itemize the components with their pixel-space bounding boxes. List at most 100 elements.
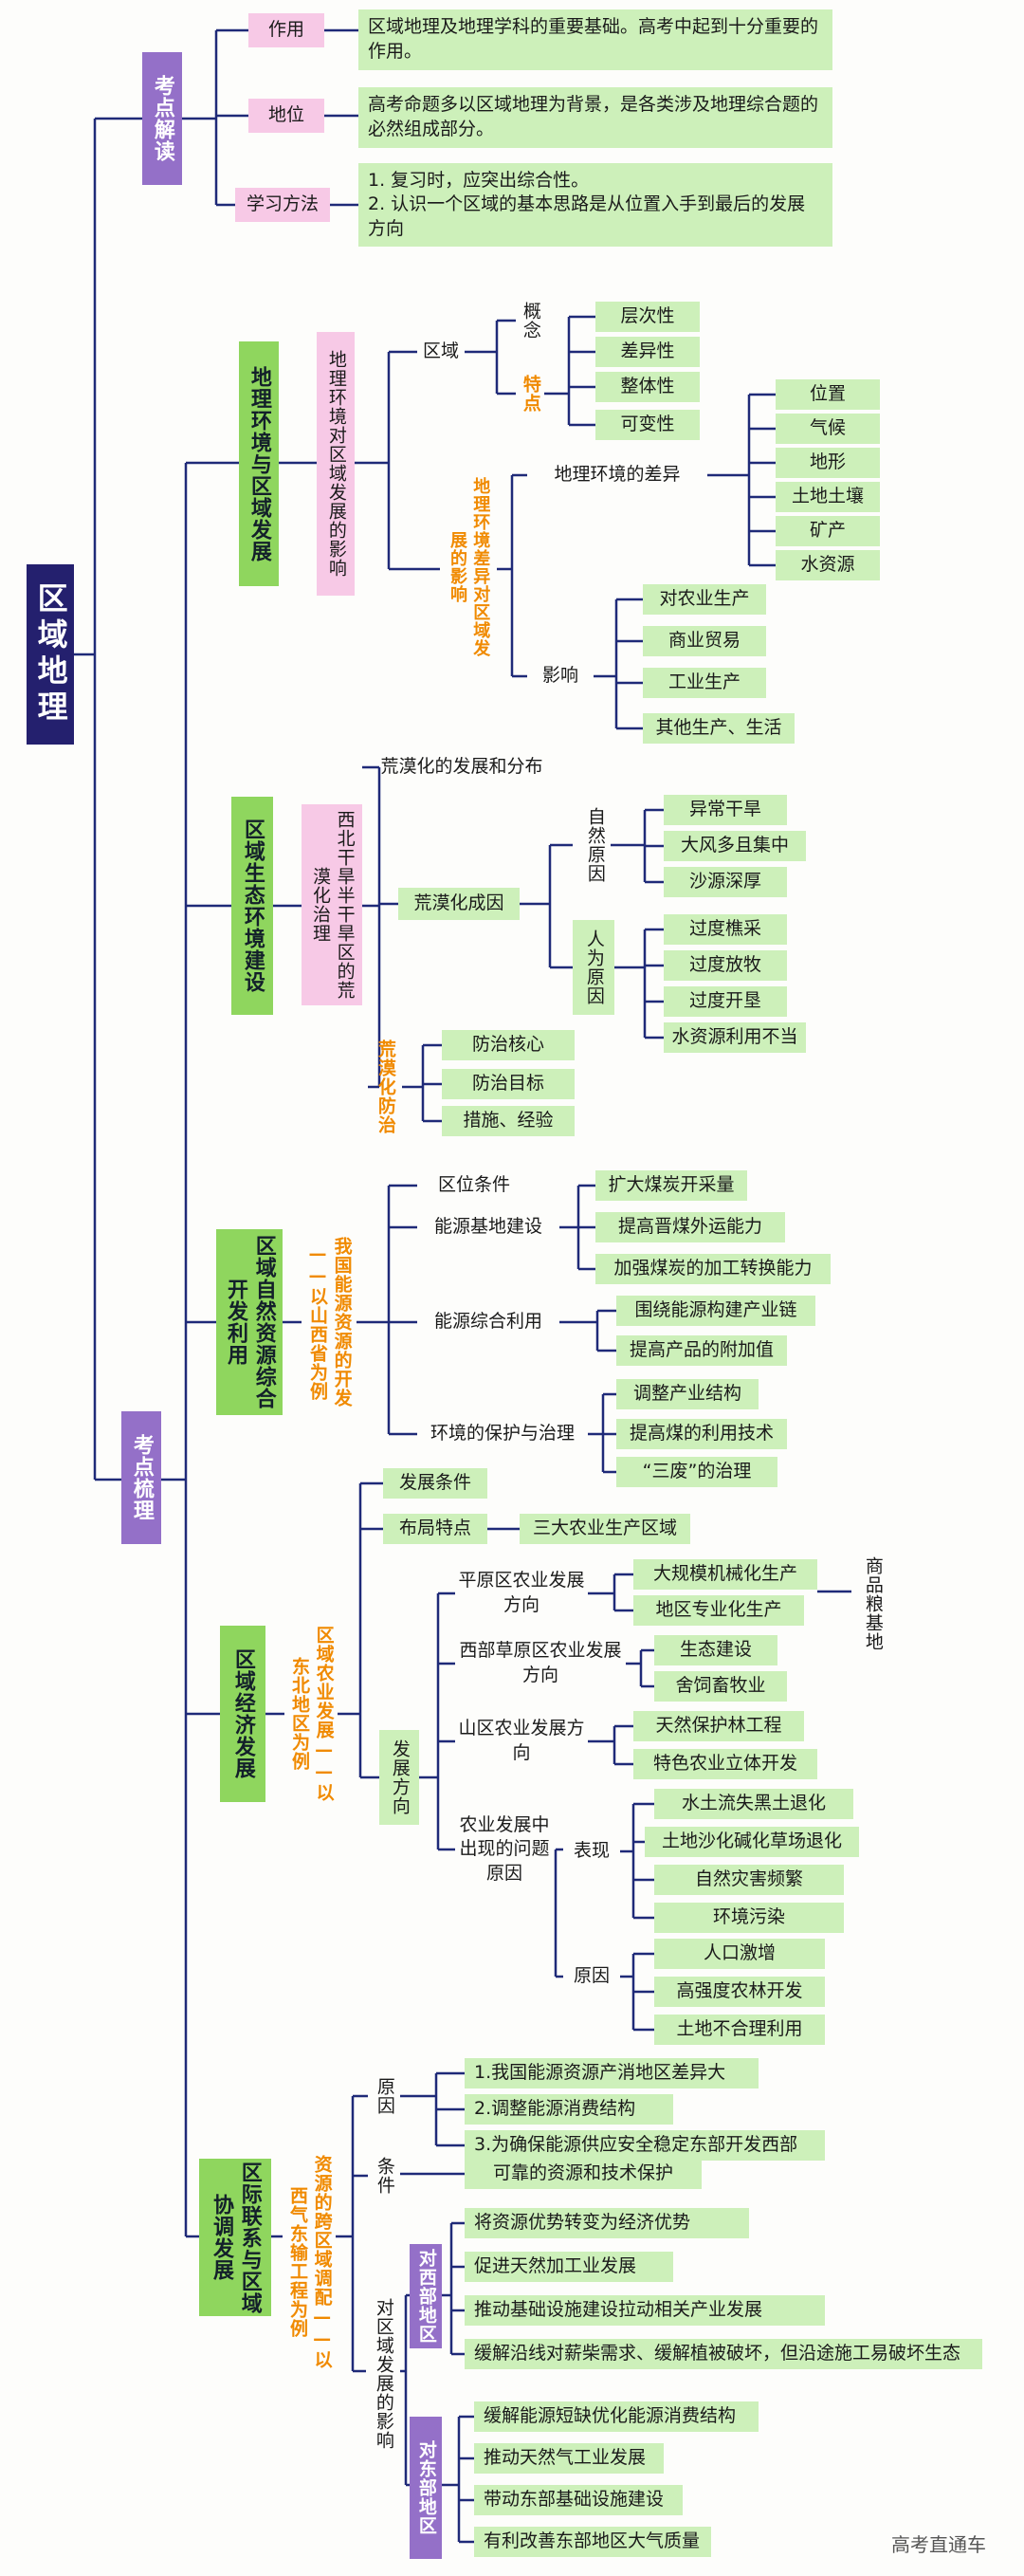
s1-tedian: 特点 bbox=[520, 375, 541, 413]
s2-title: 区域生态环境建设 bbox=[231, 797, 273, 1015]
s1-tedian-item: 差异性 bbox=[595, 337, 700, 367]
s2-renwei-item: 过度樵采 bbox=[664, 914, 787, 945]
s1-chayi-label: 地理环境差异对区域发展的影响 bbox=[448, 477, 491, 657]
s1-tedian-item: 整体性 bbox=[595, 372, 700, 402]
s3-huanjing: 环境的保护与治理 bbox=[430, 1423, 575, 1444]
s2-renwei: 人为原因 bbox=[573, 920, 614, 1015]
s1-yingxiang-item: 工业生产 bbox=[643, 668, 766, 698]
s5-subtitle: 资源的跨区域调配——以西气东输工程为例 bbox=[287, 2155, 333, 2369]
s2-ziran-item: 大风多且集中 bbox=[664, 831, 806, 861]
root-title: 区域地理 bbox=[27, 564, 74, 745]
s5-yuanyin-item: 2.调整能源消费结构 bbox=[465, 2094, 673, 2125]
s3-title: 区域自然资源综合开发利用 bbox=[216, 1229, 283, 1415]
s4-fazhan-tiaojian: 发展条件 bbox=[383, 1468, 487, 1499]
s1-quyu: 区域 bbox=[422, 340, 459, 362]
s5-yingxiang: 对区域发展的影响 bbox=[373, 2298, 394, 2450]
s5-dongbu-item: 带动东部基础设施建设 bbox=[474, 2485, 683, 2515]
s4-biaoxian-item: 环境污染 bbox=[654, 1903, 844, 1933]
jiedu-key-zuoyong: 作用 bbox=[248, 13, 324, 47]
s4-biaoxian-item: 土地沙化碱化草场退化 bbox=[645, 1827, 859, 1857]
jiedu-key-diwei: 地位 bbox=[248, 99, 324, 133]
s4-biaoxian: 表现 bbox=[573, 1840, 610, 1862]
s1-chayi-item: 位置 bbox=[776, 379, 880, 410]
s4-yuanyin: 原因 bbox=[573, 1965, 610, 1987]
s3-c-item: 提高产品的附加值 bbox=[616, 1335, 787, 1366]
s5-dongbu: 对东部地区 bbox=[410, 2417, 442, 2559]
s3-b-item: 提高晋煤外运能力 bbox=[595, 1212, 785, 1242]
s5-tiaojian-item: 可靠的资源和技术保护 bbox=[465, 2159, 702, 2189]
s3-quwei: 区位条件 bbox=[437, 1174, 510, 1196]
jiedu-text-diwei: 高考命题多以区域地理为背景，是各类涉及地理综合题的必然组成部分。 bbox=[358, 87, 832, 148]
s5-dongbu-item: 缓解能源短缺优化能源消费结构 bbox=[474, 2401, 759, 2432]
s1-chayi-item: 气候 bbox=[776, 414, 880, 444]
s5-title: 区际联系与区域协调发展 bbox=[199, 2159, 271, 2316]
s1-yingxiang-item: 其他生产、生活 bbox=[643, 713, 795, 744]
s5-yuanyin-item: 3.为确保能源供应安全稳定东部开发西部 bbox=[465, 2130, 825, 2161]
s4-wenti: 农业发展中出现的问题原因 bbox=[459, 1813, 550, 1884]
s4-yuanyin-item: 人口激增 bbox=[654, 1939, 825, 1969]
s1-chayi-item: 土地土壤 bbox=[776, 482, 880, 512]
s5-yuanyin: 原因 bbox=[374, 2077, 395, 2115]
s3-zonghe: 能源综合利用 bbox=[433, 1311, 542, 1333]
s4-pingyuan: 平原区农业发展方向 bbox=[458, 1570, 585, 1615]
s4-caoyuan-item: 舍饲畜牧业 bbox=[654, 1671, 787, 1702]
s2-ziran-item: 沙源深厚 bbox=[664, 867, 787, 897]
s2-fangzhi-item: 措施、经验 bbox=[442, 1106, 575, 1136]
s2-ziran: 自然原因 bbox=[584, 807, 606, 883]
s1-chayi: 地理环境的差异 bbox=[554, 464, 681, 486]
s5-dongbu-item: 推动天然气工业发展 bbox=[474, 2443, 664, 2474]
s2-chengyin: 荒漠化成因 bbox=[398, 888, 520, 920]
s1-chayi-item: 矿产 bbox=[776, 516, 880, 546]
s4-shanqu-item: 天然保护林工程 bbox=[633, 1711, 804, 1741]
s1-title: 地理环境与区域发展 bbox=[239, 341, 279, 586]
s4-shangpinliang: 商品粮基地 bbox=[862, 1556, 884, 1651]
s1-yingxiang-item: 商业贸易 bbox=[643, 626, 766, 656]
s5-xibu-item: 缓解沿线对薪柴需求、缓解植被破坏，但沿途施工易破坏生态 bbox=[465, 2339, 982, 2369]
s4-shanqu: 山区农业发展方向 bbox=[458, 1718, 585, 1763]
kaodian-shuli-label: 考点梳理 bbox=[121, 1411, 161, 1544]
s4-biaoxian-item: 自然灾害频繁 bbox=[654, 1865, 844, 1895]
s5-xibu: 对西部地区 bbox=[410, 2244, 442, 2348]
s1-chayi-item: 水资源 bbox=[776, 550, 880, 580]
s4-shanqu-item: 特色农业立体开发 bbox=[633, 1749, 817, 1779]
s5-xibu-item: 推动基础设施建设拉动相关产业发展 bbox=[465, 2295, 825, 2326]
s2-fangzhi: 荒漠化防治 bbox=[375, 1040, 396, 1134]
s2-subtitle: 西北干旱半干旱区的荒漠化治理 bbox=[302, 804, 362, 1005]
s4-buju: 布局特点 bbox=[383, 1514, 487, 1544]
s5-yuanyin-item: 1.我国能源资源产消地区差异大 bbox=[465, 2058, 759, 2088]
s2-renwei-item: 水资源利用不当 bbox=[664, 1022, 806, 1053]
s1-yingxiang-item: 对农业生产 bbox=[643, 584, 766, 615]
s4-caoyuan: 西部草原区农业发展方向 bbox=[459, 1640, 622, 1685]
s2-renwei-item: 过度放牧 bbox=[664, 950, 787, 981]
s1-tedian-item: 可变性 bbox=[595, 410, 700, 440]
s4-pingyuan-item: 地区专业化生产 bbox=[633, 1595, 804, 1626]
s5-xibu-item: 促进天然加工业发展 bbox=[465, 2252, 673, 2282]
s3-b-item: 加强煤炭的加工转换能力 bbox=[595, 1254, 831, 1284]
s4-subtitle: 区域农业发展——以东北地区为例 bbox=[289, 1626, 335, 1802]
s5-xibu-item: 将资源优势转变为经济优势 bbox=[465, 2208, 749, 2238]
s1-tedian-item: 层次性 bbox=[595, 302, 700, 332]
jiedu-text-zuoyong: 区域地理及地理学科的重要基础。高考中起到十分重要的作用。 bbox=[358, 9, 832, 70]
s3-subtitle: 我国能源资源的开发——以山西省为例 bbox=[307, 1237, 353, 1408]
s5-dongbu-item: 有利改善东部地区大气质量 bbox=[474, 2527, 711, 2557]
s1-yingxiang: 影响 bbox=[541, 665, 578, 687]
s4-yuanyin-item: 土地不合理利用 bbox=[654, 2015, 825, 2045]
s2-ziran-item: 异常干旱 bbox=[664, 795, 787, 825]
s4-biaoxian-item: 水土流失黑土退化 bbox=[654, 1789, 853, 1819]
s4-title: 区域经济发展 bbox=[220, 1626, 265, 1802]
s3-b-item: 扩大煤炭开采量 bbox=[595, 1170, 747, 1201]
s3-d-item: 调整产业结构 bbox=[616, 1379, 759, 1409]
s2-fangzhi-item: 防治目标 bbox=[442, 1069, 575, 1099]
s4-fazhan-fangxiang: 发展方向 bbox=[379, 1730, 419, 1825]
watermark: 高考直通车 bbox=[891, 2533, 986, 2556]
s3-d-item: 提高煤的利用技术 bbox=[616, 1419, 787, 1449]
s2-renwei-item: 过度开垦 bbox=[664, 986, 787, 1017]
s3-d-item: “三废”的治理 bbox=[616, 1457, 777, 1487]
s4-yuanyin-item: 高强度农林开发 bbox=[654, 1977, 825, 2007]
s3-c-item: 围绕能源构建产业链 bbox=[616, 1296, 815, 1326]
s4-caoyuan-item: 生态建设 bbox=[654, 1635, 777, 1665]
s1-subtitle: 地理环境对区域发展的影响 bbox=[317, 332, 355, 596]
s1-gainian: 概念 bbox=[520, 302, 541, 340]
s3-nengyuan-jidi: 能源基地建设 bbox=[433, 1216, 542, 1238]
